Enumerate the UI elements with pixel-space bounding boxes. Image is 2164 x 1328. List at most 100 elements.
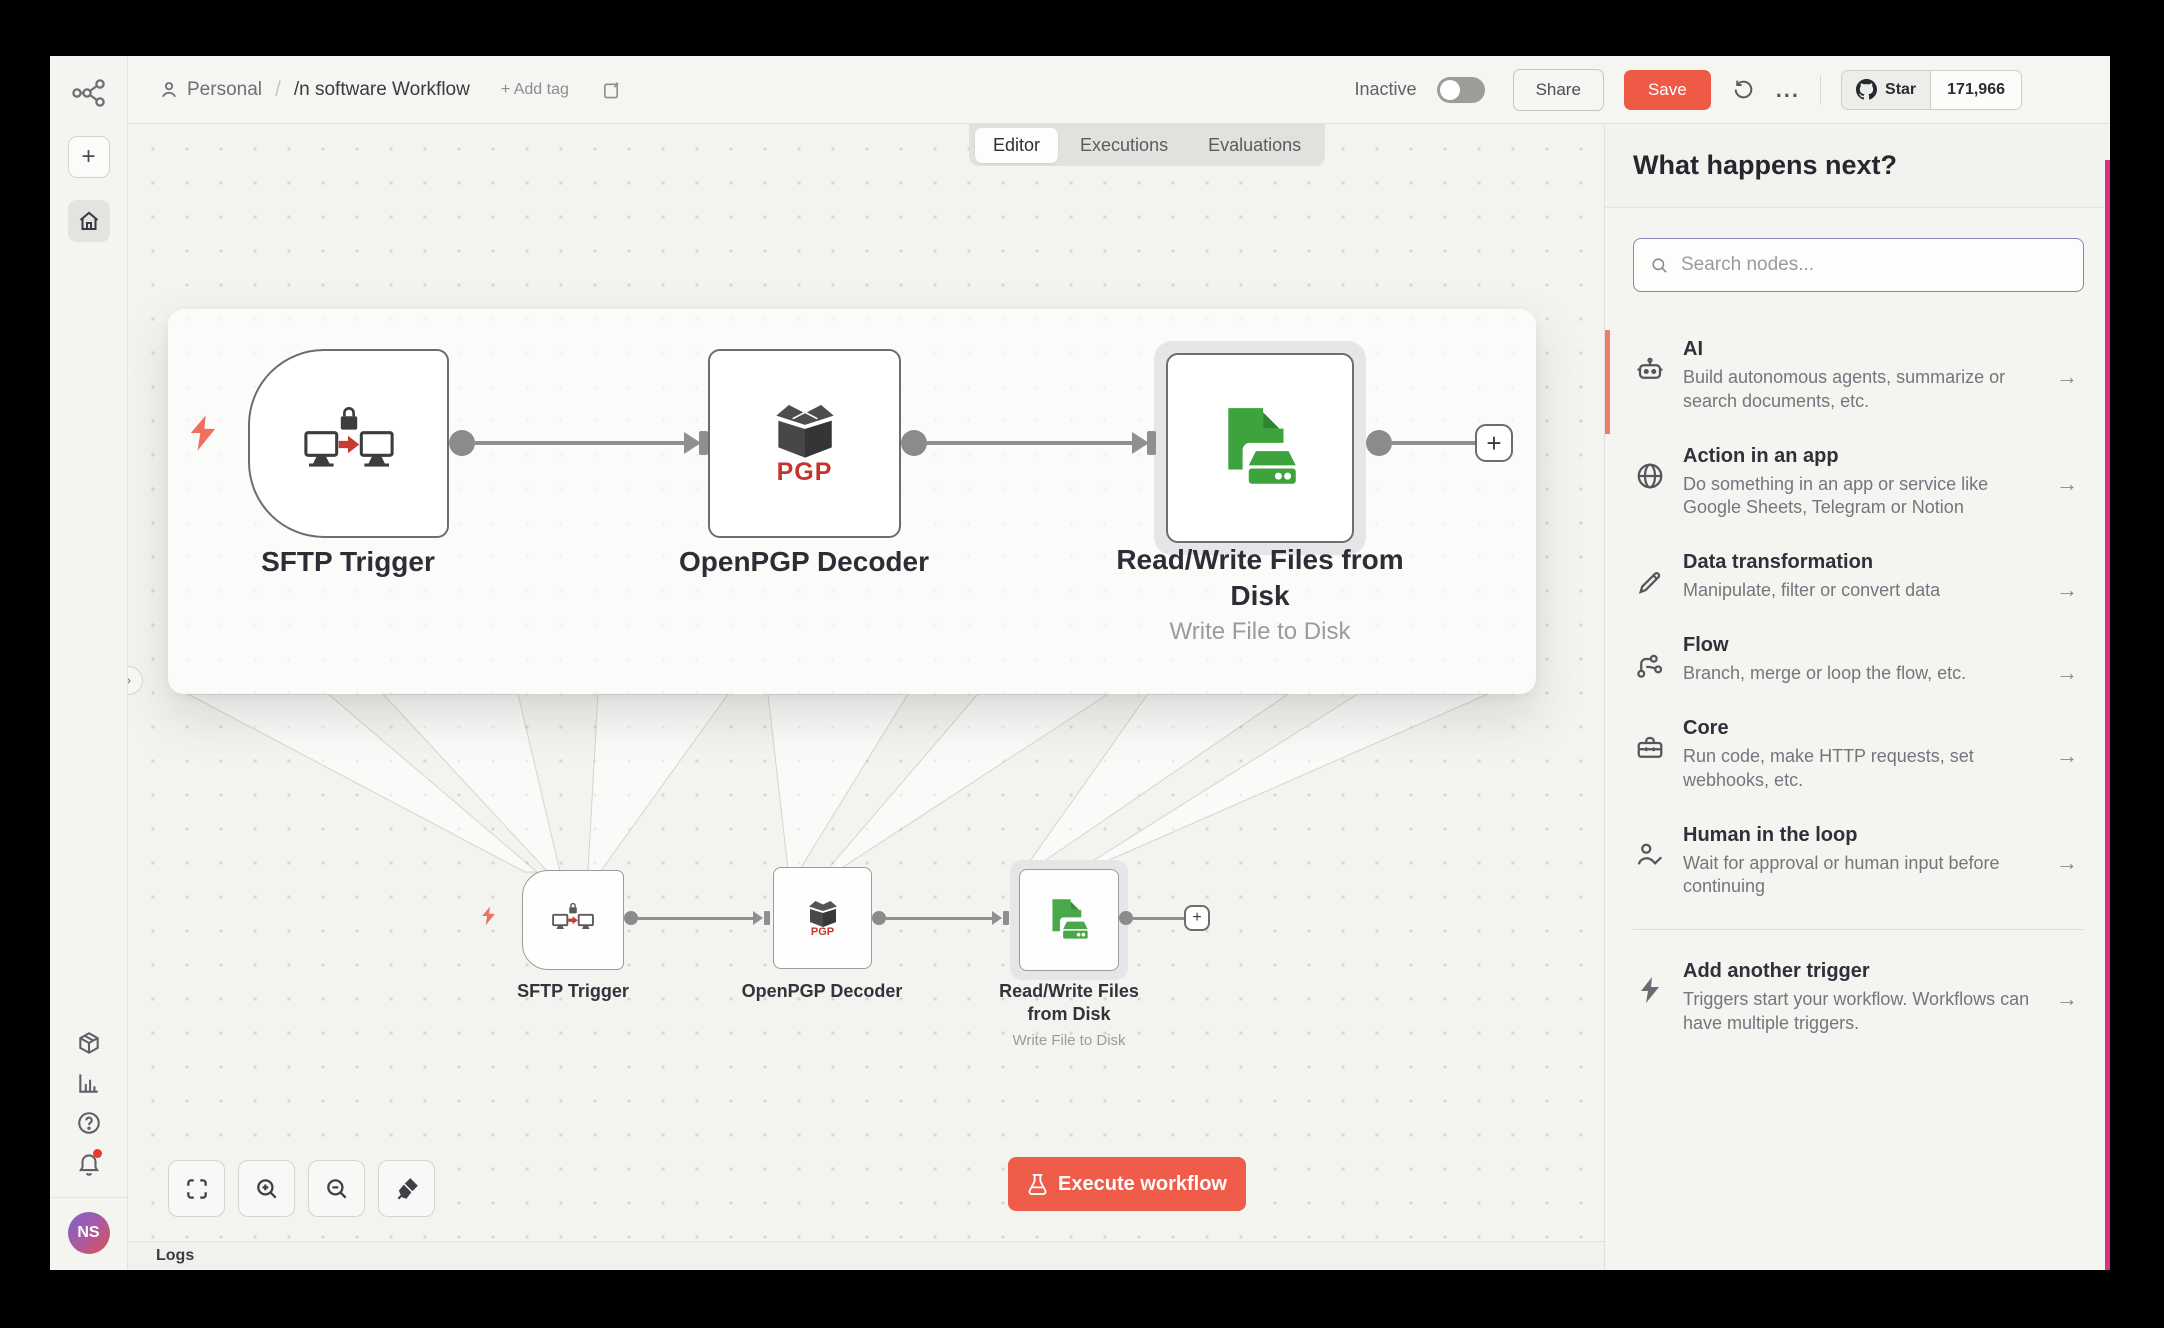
add-tag-button[interactable]: + Add tag xyxy=(500,80,569,98)
workflow-title[interactable]: /n software Workflow xyxy=(293,78,470,100)
category-title: Action in an app xyxy=(1683,444,1839,467)
breadcrumb-separator: / xyxy=(275,77,281,101)
pgp-box-icon xyxy=(775,403,834,458)
right-edge-accent-strip xyxy=(2105,160,2110,1270)
logs-label: Logs xyxy=(156,1247,195,1264)
node-sftp-trigger[interactable] xyxy=(248,349,449,538)
category-human-in-the-loop[interactable]: Human in the loop Wait for approval or h… xyxy=(1633,824,2084,900)
tab-editor[interactable]: Editor xyxy=(975,127,1059,163)
home-icon xyxy=(79,211,98,230)
mini-node-sftp-trigger[interactable] xyxy=(522,870,624,970)
zoom-in-icon xyxy=(256,1178,276,1198)
workflow-logo-icon[interactable] xyxy=(71,78,106,108)
package-icon xyxy=(78,1032,99,1054)
connection-arrow xyxy=(684,432,701,454)
mini-connection-wire xyxy=(1133,917,1184,920)
history-icon[interactable] xyxy=(1731,77,1756,102)
logs-panel-header[interactable]: Logs xyxy=(128,1241,1604,1270)
mini-node-label: Read/Write Files from Disk xyxy=(999,981,1139,1024)
connection-arrow xyxy=(1132,432,1149,454)
n8n-app-window: + NS xyxy=(50,56,2110,1270)
mini-node-openpgp-decoder[interactable]: PGP xyxy=(773,867,872,969)
tab-executions[interactable]: Executions xyxy=(1080,134,1169,155)
save-button[interactable]: Save xyxy=(1623,69,1711,110)
workflow-canvas[interactable]: SFTP Trigger PGP OpenPGP Decoder xyxy=(128,124,1604,1270)
zoom-in-button[interactable] xyxy=(238,1160,295,1217)
add-another-trigger[interactable]: Add another trigger Triggers start your … xyxy=(1633,960,2084,1036)
projection-beams xyxy=(187,693,1489,873)
header-actions: Inactive Share Save ... Star 171,966 xyxy=(1354,68,2022,111)
tidy-up-button[interactable] xyxy=(378,1160,435,1217)
notification-dot xyxy=(92,1149,102,1158)
trigger-lightning-icon xyxy=(190,415,216,451)
category-description: Branch, merge or loop the flow, etc. xyxy=(1683,663,1967,683)
output-port[interactable] xyxy=(1366,430,1392,456)
connection-wire[interactable] xyxy=(927,441,1132,445)
output-port[interactable] xyxy=(449,430,475,456)
connection-wire[interactable] xyxy=(475,441,684,445)
fit-view-button[interactable] xyxy=(168,1160,225,1217)
node-search-box xyxy=(1633,238,2084,292)
connection-wire[interactable] xyxy=(1392,441,1475,445)
category-description: Do something in an app or service like G… xyxy=(1683,473,1989,518)
mini-node-read-write-files[interactable] xyxy=(1019,869,1119,971)
category-core[interactable]: Core Run code, make HTTP requests, set w… xyxy=(1633,717,2084,793)
robot-icon xyxy=(1633,338,1667,414)
search-input[interactable] xyxy=(1681,254,2067,276)
output-port[interactable] xyxy=(901,430,927,456)
node-openpgp-decoder[interactable]: PGP xyxy=(708,349,901,538)
execute-workflow-button[interactable]: Execute workflow xyxy=(1008,1157,1246,1211)
help-button[interactable] xyxy=(68,1103,110,1143)
user-avatar[interactable]: NS xyxy=(67,1212,110,1254)
tab-evaluations[interactable]: Evaluations xyxy=(1208,134,1302,155)
active-toggle[interactable] xyxy=(1436,76,1485,103)
sftp-icon xyxy=(303,406,394,467)
github-star-count[interactable]: 171,966 xyxy=(1931,69,2022,110)
share-button[interactable]: Share xyxy=(1512,68,1604,111)
category-flow[interactable]: Flow Branch, merge or loop the flow, etc… xyxy=(1633,634,2084,686)
mini-connection-arrow xyxy=(992,911,1002,925)
breadcrumb-project[interactable]: Personal xyxy=(187,78,262,100)
github-star-button[interactable]: Star xyxy=(1841,69,1932,110)
category-data-transformation[interactable]: Data transformation Manipulate, filter o… xyxy=(1633,551,2084,603)
nodes-panel-header: What happens next? xyxy=(1605,124,2110,208)
zoom-out-icon xyxy=(326,1178,346,1198)
chevron-right-icon: → xyxy=(2056,470,2078,496)
pgp-box-icon xyxy=(808,900,837,927)
read-write-file-icon xyxy=(1052,899,1090,941)
nodes-panel: What happens next? A xyxy=(1604,124,2110,1270)
mini-input-port xyxy=(764,911,770,925)
new-workflow-button[interactable]: + xyxy=(67,136,110,178)
node-label: Read/Write Files from Disk xyxy=(1116,544,1404,612)
broom-icon xyxy=(397,1177,418,1200)
mini-output-port xyxy=(872,911,886,925)
category-action-in-app[interactable]: Action in an app Do something in an app … xyxy=(1633,445,2084,521)
more-menu-button[interactable]: ... xyxy=(1775,76,1801,102)
notifications-button[interactable] xyxy=(68,1143,110,1183)
category-description: Build autonomous agents, summarize or se… xyxy=(1683,367,2006,411)
clipboard-icon[interactable] xyxy=(602,80,621,100)
workflow-status-label: Inactive xyxy=(1354,79,1417,99)
node-subtitle: Write File to Disk xyxy=(1169,618,1351,645)
top-bar: Personal / /n software Workflow + Add ta… xyxy=(128,56,2110,124)
execute-workflow-label: Execute workflow xyxy=(1058,1172,1227,1195)
canvas-controls xyxy=(168,1160,435,1217)
mini-output-port xyxy=(1119,911,1133,925)
insights-button[interactable] xyxy=(68,1063,110,1103)
zoom-out-button[interactable] xyxy=(308,1160,365,1217)
add-node-button[interactable]: + xyxy=(1475,424,1513,462)
category-ai[interactable]: AI Build autonomous agents, summarize or… xyxy=(1633,338,2084,414)
bar-chart-icon xyxy=(78,1074,98,1093)
flask-icon xyxy=(1028,1173,1047,1195)
left-rail: + NS xyxy=(50,56,128,1270)
mini-connection-wire xyxy=(638,917,753,920)
node-read-write-files[interactable] xyxy=(1166,353,1354,543)
mini-add-node-button[interactable]: + xyxy=(1184,905,1210,931)
github-star-label: Star xyxy=(1885,80,1917,98)
templates-button[interactable] xyxy=(68,1023,110,1063)
category-description: Wait for approval or human input before … xyxy=(1683,852,2000,897)
input-port xyxy=(1147,431,1156,455)
mini-connection-wire xyxy=(886,917,992,920)
home-button[interactable] xyxy=(67,200,110,242)
category-title: Human in the loop xyxy=(1683,823,1858,846)
